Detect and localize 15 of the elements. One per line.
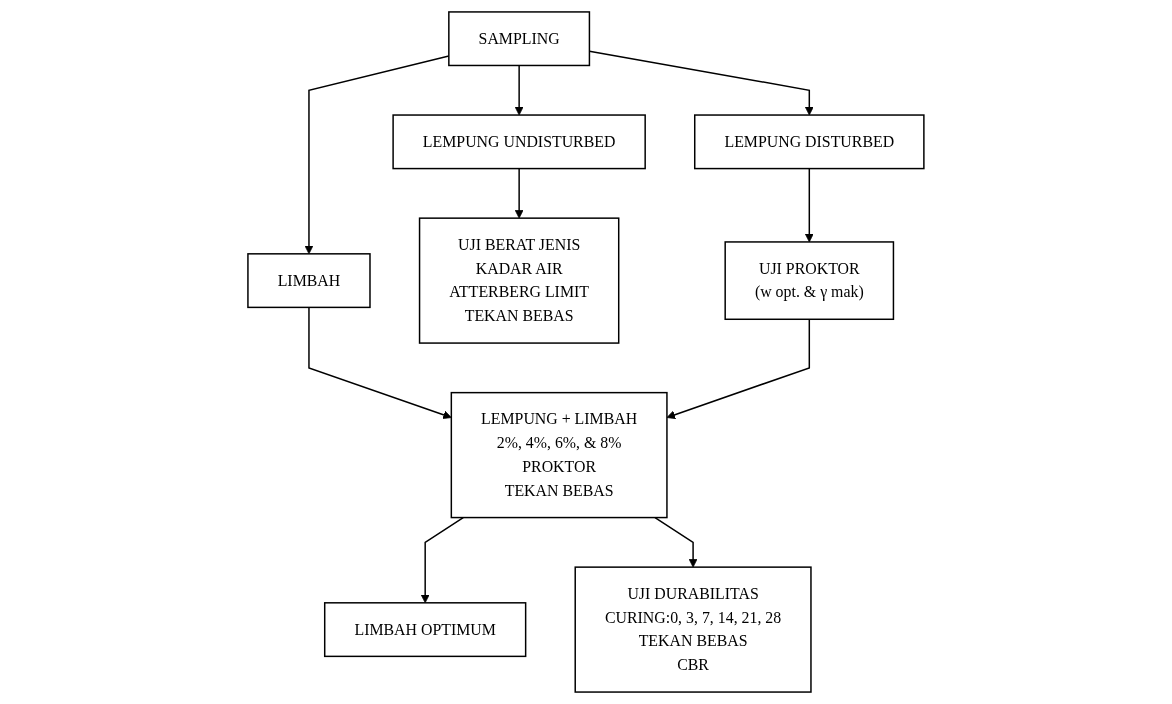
node-box: LEMPUNG + LIMBAH 2%, 4%, 6%, & 8% PROKTOR TEKAN BEBAS bbox=[450, 391, 668, 519]
node-box: UJI DURABILITAS CURING:0, 3, 7, 14, 21, 28 TEKAN BEBAS CBR bbox=[574, 566, 812, 693]
arrow bbox=[654, 516, 698, 568]
node-box: LIMBAH OPTIMUM bbox=[324, 602, 527, 658]
arrow bbox=[514, 167, 524, 219]
node-box: LEMPUNG DISTURBED bbox=[694, 114, 925, 170]
node-box: LEMPUNG UNDISTURBED bbox=[392, 114, 646, 170]
node-box: SAMPLING bbox=[448, 11, 591, 67]
node-box: UJI BERAT JENIS KADAR AIR ATTERBERG LIMIT TEKAN BEBAS bbox=[418, 217, 620, 344]
node-box: UJI PROKTOR (w opt. & γ mak) bbox=[724, 241, 895, 320]
arrow bbox=[308, 306, 452, 420]
node-box: LIMBAH bbox=[247, 253, 371, 309]
arrow bbox=[420, 516, 465, 604]
arrow bbox=[805, 167, 814, 243]
arrow bbox=[514, 64, 524, 116]
